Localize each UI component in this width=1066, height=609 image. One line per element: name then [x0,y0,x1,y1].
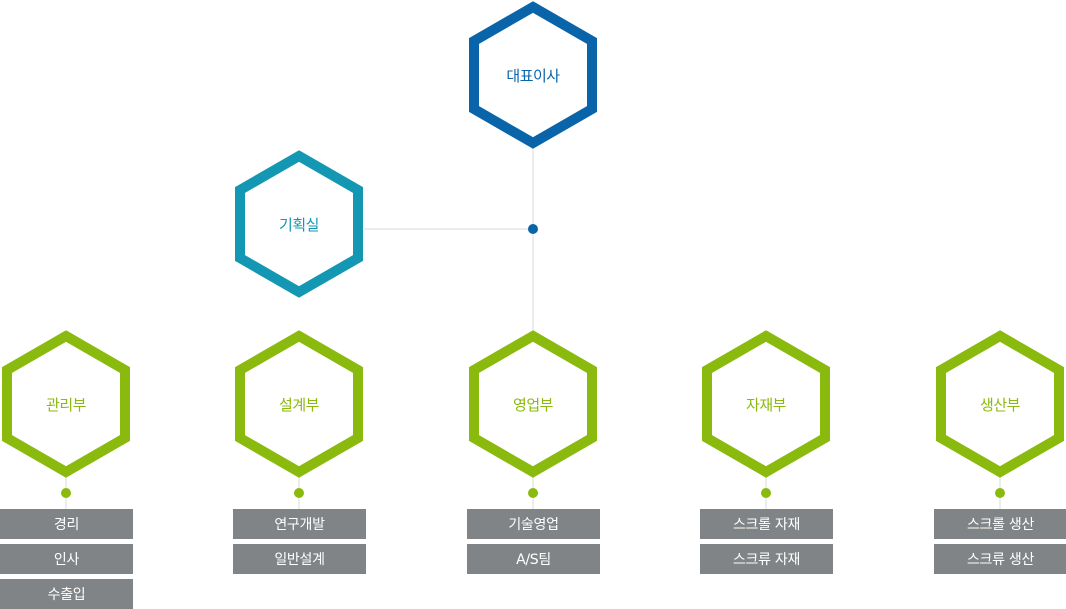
team-box: 스크롤 자재 [700,509,833,539]
hexagon-icon [235,150,363,298]
team-box: 경리 [0,509,133,539]
department-label: 관리부 [46,395,86,414]
team-box: 연구개발 [233,509,366,539]
department-dot [294,488,304,498]
team-box: 스크롤 생산 [934,509,1066,539]
planning-label: 기획실 [279,215,319,234]
hexagon-icon [702,330,830,478]
department-dot [761,488,771,498]
department-dot [528,488,538,498]
department-dot [61,488,71,498]
ceo-label: 대표이사 [506,66,560,85]
ceo-node: 대표이사 [467,1,599,149]
hexagon-icon [936,330,1064,478]
department-label: 설계부 [279,395,319,414]
team-box: 스크류 자재 [700,544,833,574]
department-dot [995,488,1005,498]
junction-dot [528,224,538,234]
team-box: 기술영업 [467,509,600,539]
team-box: 인사 [0,544,133,574]
team-box: 스크류 생산 [934,544,1066,574]
team-box: 수출입 [0,579,133,609]
hexagon-icon [235,330,363,478]
department-node: 설계부 [233,330,365,478]
department-node: 관리부 [0,330,132,478]
hexagon-icon [469,1,597,149]
hexagon-icon [1,330,130,478]
team-box: A/S팀 [467,544,600,574]
department-label: 생산부 [980,395,1020,414]
department-label: 영업부 [513,395,553,414]
department-node: 자재부 [700,330,832,478]
team-box: 일반설계 [233,544,366,574]
planning-node: 기획실 [233,150,365,298]
department-node: 영업부 [467,330,599,478]
department-node: 생산부 [934,330,1066,478]
department-label: 자재부 [746,395,786,414]
hexagon-icon [469,330,597,478]
